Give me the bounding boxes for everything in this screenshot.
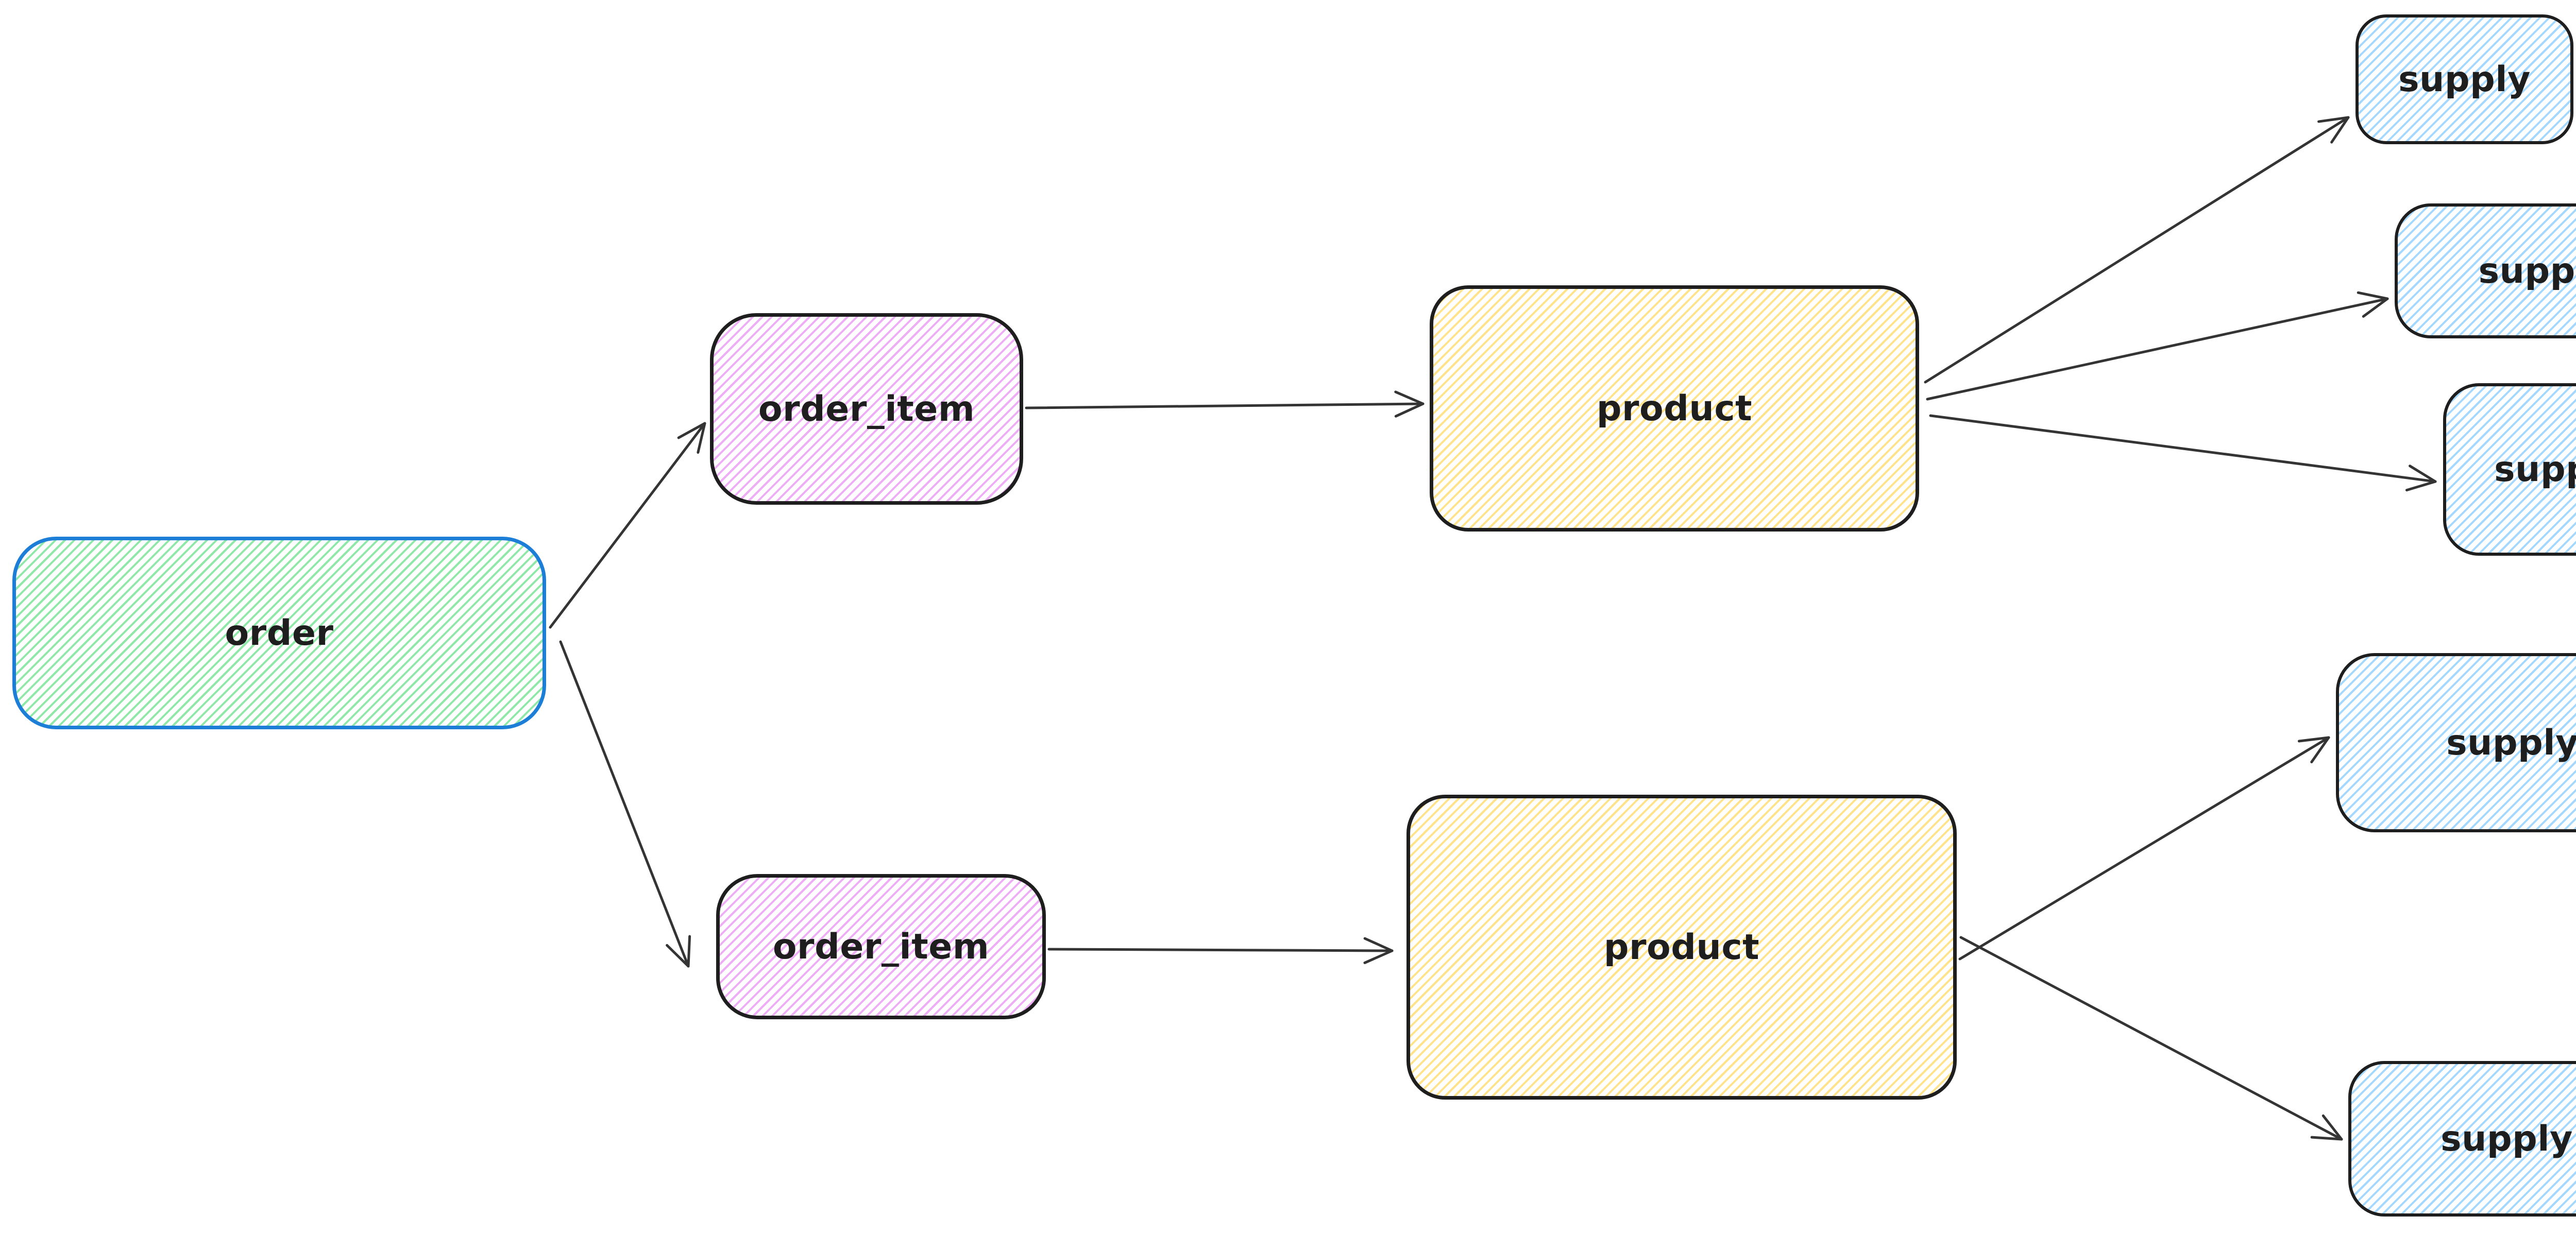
arrow-product-bottom-to-supply-bottom-1[interactable] xyxy=(1958,736,2330,961)
node-label-order-item-top: order_item xyxy=(758,388,975,430)
node-label-supply-top-1: supply xyxy=(2398,59,2531,100)
node-label-supply-top-3: supply xyxy=(2494,449,2576,490)
node-label-product-top: product xyxy=(1596,388,1753,429)
node-label-product-bottom: product xyxy=(1603,927,1760,968)
node-product-bottom[interactable]: product xyxy=(1406,795,1957,1100)
node-label-order-item-bottom: order_item xyxy=(772,926,990,967)
arrow-order-to-order-item-bottom[interactable] xyxy=(559,640,691,968)
node-product-top[interactable]: product xyxy=(1430,285,1919,532)
node-label-supply-bottom-1: supply xyxy=(2446,722,2576,763)
node-supply-top-1[interactable]: supply xyxy=(2355,14,2573,144)
arrow-product-bottom-to-supply-bottom-2[interactable] xyxy=(1959,936,2343,1141)
node-label-order: order xyxy=(225,612,334,654)
arrow-order-item-top-to-product-top[interactable] xyxy=(1025,390,1425,418)
node-supply-bottom-1[interactable]: supply xyxy=(2336,653,2576,832)
arrow-order-item-bottom-to-product-bottom[interactable] xyxy=(1047,937,1394,964)
arrow-product-top-to-supply-top-1[interactable] xyxy=(1924,116,2350,384)
arrow-product-top-to-supply-top-3[interactable] xyxy=(1929,414,2437,492)
node-order[interactable]: order xyxy=(12,537,546,729)
node-supply-top-2[interactable]: supply xyxy=(2395,203,2576,338)
node-label-supply-bottom-2: supply xyxy=(2441,1118,2573,1159)
node-supply-bottom-2[interactable]: supply xyxy=(2348,1061,2576,1217)
node-supply-top-3[interactable]: supply xyxy=(2443,383,2576,556)
node-order-item-bottom[interactable]: order_item xyxy=(716,874,1046,1019)
node-label-supply-top-2: supply xyxy=(2478,250,2576,292)
arrow-order-to-order-item-top[interactable] xyxy=(549,422,706,629)
arrow-product-top-to-supply-top-2[interactable] xyxy=(1926,291,2389,401)
node-order-item-top[interactable]: order_item xyxy=(710,313,1023,505)
